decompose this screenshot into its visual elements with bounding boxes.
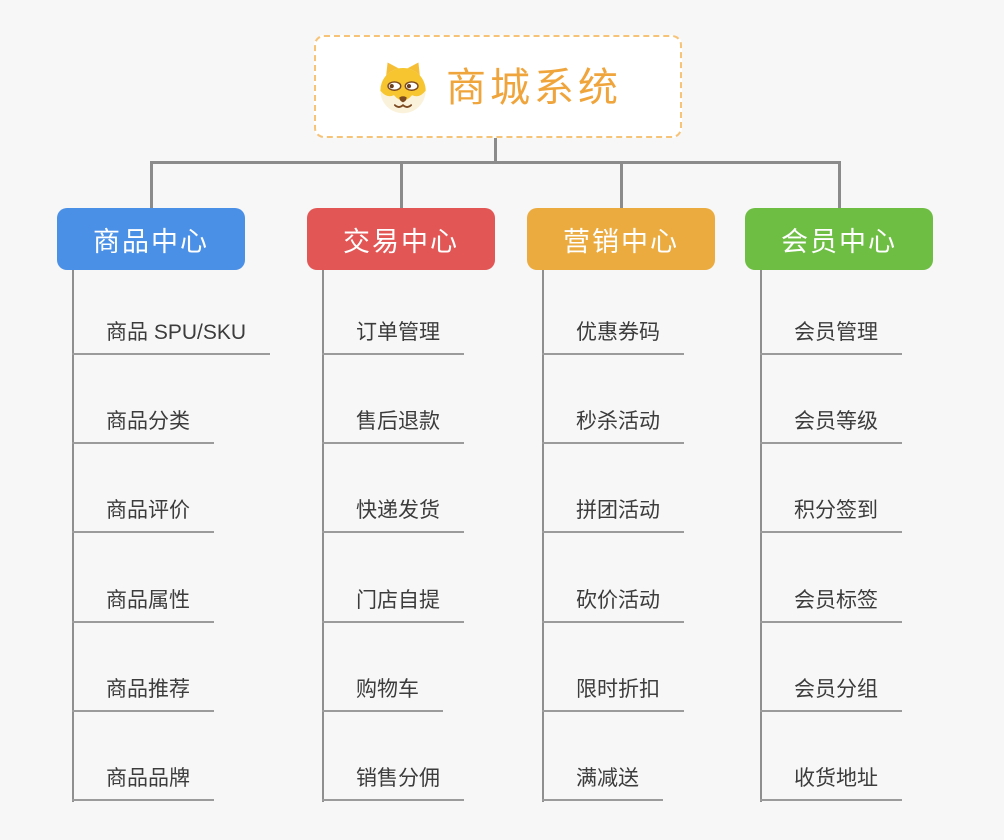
leaf-item[interactable]: 商品分类 xyxy=(72,407,214,444)
dog-face-icon xyxy=(380,62,426,113)
leaf-item[interactable]: 拼团活动 xyxy=(542,496,684,533)
branch-node-member-center[interactable]: 会员中心 xyxy=(745,208,933,270)
leaf-item[interactable]: 砍价活动 xyxy=(542,586,684,623)
leaf-item[interactable]: 购物车 xyxy=(322,675,443,712)
connector-drop-line xyxy=(150,162,153,208)
leaf-item[interactable]: 门店自提 xyxy=(322,586,464,623)
branch-trunk-line xyxy=(72,270,74,802)
leaf-item[interactable]: 商品评价 xyxy=(72,496,214,533)
connector-drop-line xyxy=(838,162,841,208)
connector-drop-line xyxy=(620,162,623,208)
root-node[interactable]: 商城系统 xyxy=(314,35,682,138)
connector-root-stub xyxy=(494,138,497,164)
branch-trunk-line xyxy=(542,270,544,802)
leaf-item[interactable]: 会员管理 xyxy=(760,318,902,355)
connector-drop-line xyxy=(400,162,403,208)
leaf-item[interactable]: 商品属性 xyxy=(72,586,214,623)
leaf-item[interactable]: 会员标签 xyxy=(760,586,902,623)
branch-trunk-line xyxy=(322,270,324,802)
leaf-item[interactable]: 快递发货 xyxy=(322,496,464,533)
leaf-item[interactable]: 秒杀活动 xyxy=(542,407,684,444)
branch-column-marketing-center: 优惠券码秒杀活动拼团活动砍价活动限时折扣满减送 xyxy=(542,270,802,804)
leaf-item[interactable]: 商品 SPU/SKU xyxy=(72,318,271,355)
leaf-item[interactable]: 售后退款 xyxy=(322,407,464,444)
leaf-item[interactable]: 会员等级 xyxy=(760,407,902,444)
leaf-item[interactable]: 销售分佣 xyxy=(322,764,464,801)
leaf-item[interactable]: 商品推荐 xyxy=(72,675,214,712)
branch-node-product-center[interactable]: 商品中心 xyxy=(57,208,245,270)
branch-node-marketing-center[interactable]: 营销中心 xyxy=(527,208,715,270)
leaf-item[interactable]: 积分签到 xyxy=(760,496,902,533)
connector-horizontal-line xyxy=(150,161,841,164)
leaf-item[interactable]: 收货地址 xyxy=(760,764,902,801)
branch-trunk-line xyxy=(760,270,762,802)
leaf-item[interactable]: 限时折扣 xyxy=(542,675,684,712)
branch-column-member-center: 会员管理会员等级积分签到会员标签会员分组收货地址 xyxy=(760,270,1004,804)
leaf-item[interactable]: 满减送 xyxy=(542,764,663,801)
leaf-item[interactable]: 优惠券码 xyxy=(542,318,684,355)
branch-column-product-center: 商品 SPU/SKU 商品分类商品评价商品属性商品推荐商品品牌 xyxy=(72,270,332,804)
branch-column-trade-center: 订单管理售后退款快递发货门店自提购物车销售分佣 xyxy=(322,270,582,804)
leaf-item[interactable]: 订单管理 xyxy=(322,318,464,355)
root-title: 商城系统 xyxy=(446,65,622,110)
branch-node-trade-center[interactable]: 交易中心 xyxy=(307,208,495,270)
leaf-item[interactable]: 会员分组 xyxy=(760,675,902,712)
leaf-item[interactable]: 商品品牌 xyxy=(72,764,214,801)
